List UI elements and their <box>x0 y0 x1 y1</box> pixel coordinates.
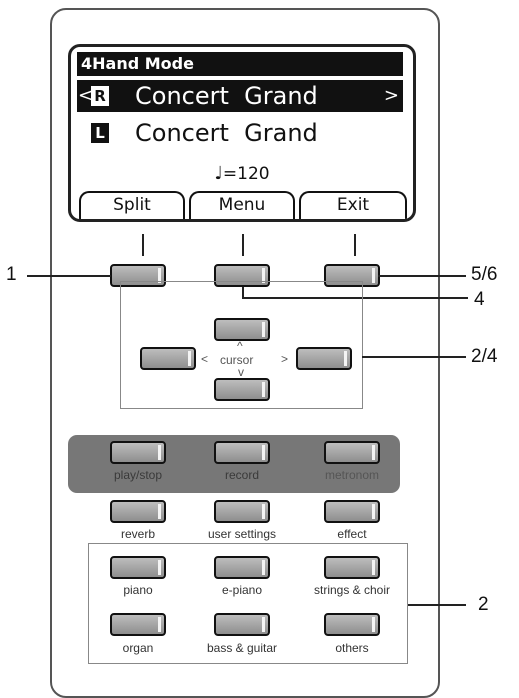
play-stop-button[interactable] <box>110 441 166 464</box>
organ-button[interactable] <box>110 613 166 636</box>
leader-line-4-vertical <box>242 287 244 299</box>
metronome-label: metronom <box>324 468 380 482</box>
reverb-label: reverb <box>120 527 155 541</box>
leader-line-4 <box>242 297 468 299</box>
lcd-title: 4Hand Mode <box>77 52 403 76</box>
reverb-button[interactable] <box>110 500 166 523</box>
split-tick <box>142 234 144 256</box>
cursor-up-glyph: ^ <box>237 339 243 353</box>
right-hand-badge: R <box>91 86 109 106</box>
right-hand-voice: Concert Grand <box>135 82 318 110</box>
voice-group <box>88 543 408 664</box>
piano-button[interactable] <box>110 556 166 579</box>
softkey-label-menu: Menu <box>189 191 295 219</box>
cursor-label: cursor <box>220 353 254 367</box>
left-arrow-icon: < <box>78 85 94 106</box>
cursor-left-glyph: < <box>201 352 209 366</box>
effect-label: effect <box>337 527 367 541</box>
tempo-display: ♩=120 <box>71 163 413 184</box>
callout-2: 2 <box>478 594 489 615</box>
leader-line-2 <box>408 604 466 606</box>
cursor-left-button[interactable] <box>140 347 196 370</box>
strings-choir-label: strings & choir <box>313 583 391 597</box>
strings-choir-button[interactable] <box>324 556 380 579</box>
e-piano-button[interactable] <box>214 556 270 579</box>
quarter-note-icon: ♩ <box>214 163 223 184</box>
bass-guitar-button[interactable] <box>214 613 270 636</box>
cursor-right-glyph: > <box>281 352 289 366</box>
cursor-up-button[interactable] <box>214 318 270 341</box>
lcd-row-left-hand: L Concert Grand <box>77 117 403 149</box>
exit-tick <box>354 234 356 256</box>
callout-5-6: 5/6 <box>471 264 498 285</box>
organ-label: organ <box>122 641 154 655</box>
menu-tick <box>242 234 244 256</box>
leader-line-2-4 <box>362 356 466 358</box>
softkey-label-split: Split <box>79 191 185 219</box>
bass-guitar-label: bass & guitar <box>206 641 278 655</box>
leader-line-5-6 <box>378 275 466 277</box>
cursor-down-button[interactable] <box>214 378 270 401</box>
softkey-label-exit: Exit <box>299 191 407 219</box>
right-arrow-icon: > <box>383 85 399 106</box>
lcd-display: 4Hand Mode < R Concert Grand > L Concert… <box>68 44 416 222</box>
cursor-down-glyph: v <box>238 365 244 379</box>
user-settings-button[interactable] <box>214 500 270 523</box>
piano-label: piano <box>123 583 153 597</box>
tempo-value: =120 <box>222 164 270 184</box>
left-hand-badge: L <box>91 123 109 143</box>
play-stop-label: play/stop <box>113 468 163 482</box>
leader-line-1 <box>27 275 111 277</box>
left-hand-voice: Concert Grand <box>135 119 318 147</box>
cursor-group <box>120 281 363 409</box>
others-label: others <box>335 641 369 655</box>
cursor-right-button[interactable] <box>296 347 352 370</box>
record-button[interactable] <box>214 441 270 464</box>
metronome-button[interactable] <box>324 441 380 464</box>
others-button[interactable] <box>324 613 380 636</box>
callout-2-4: 2/4 <box>471 346 498 367</box>
e-piano-label: e-piano <box>221 583 263 597</box>
callout-4: 4 <box>474 289 485 310</box>
callout-1: 1 <box>6 264 17 285</box>
record-label: record <box>224 468 259 482</box>
user-settings-label: user settings <box>207 527 277 541</box>
effect-button[interactable] <box>324 500 380 523</box>
lcd-row-right-hand: < R Concert Grand > <box>77 80 403 112</box>
